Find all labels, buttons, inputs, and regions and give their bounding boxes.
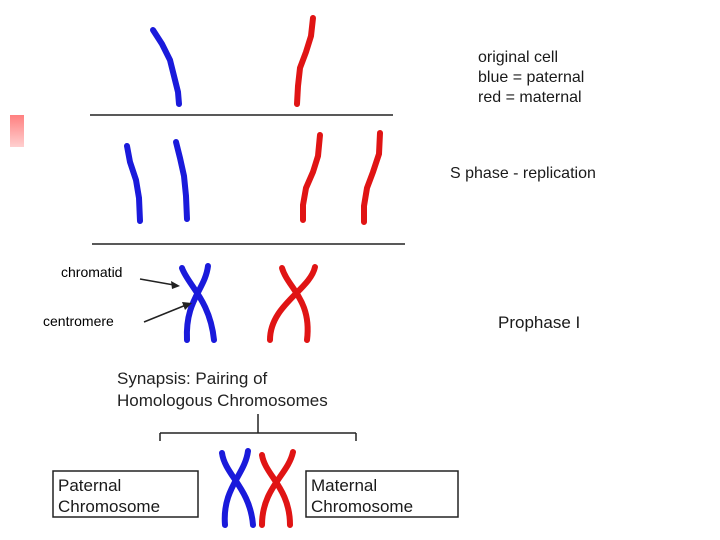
- paternal-chromosome: [150, 27, 182, 107]
- paternal-chromatid: [173, 139, 190, 222]
- maternal-chromatid: [361, 130, 383, 225]
- slide-bullet: [10, 115, 24, 147]
- maternal-chromatid: [279, 265, 311, 343]
- maternal-label-box: [305, 470, 459, 518]
- paternal-label-box: [52, 470, 199, 518]
- maternal-chromosome: [294, 15, 316, 107]
- synapsis-heading-line2: Homologous Chromosomes: [117, 391, 328, 410]
- paternal-chromatid: [183, 263, 211, 343]
- paternal-chromatid: [124, 143, 143, 224]
- prophase-label: Prophase I: [498, 313, 581, 332]
- maternal-box-line2: Chromosome: [311, 497, 414, 516]
- maternal-box-line1: Maternal: [311, 476, 378, 495]
- paternal-legend: blue = paternal: [478, 69, 585, 86]
- chromatid-label: chromatid: [61, 264, 123, 280]
- maternal-chromatid: [300, 132, 323, 223]
- synapsis-heading-line1: Synapsis: Pairing of: [117, 369, 268, 388]
- original-cell-label: original cell: [478, 49, 559, 66]
- paternal-box-line2: Chromosome: [58, 497, 161, 516]
- centromere-arrow: [143, 304, 187, 323]
- arrow-head: [171, 281, 180, 289]
- centromere-label: centromere: [43, 313, 114, 329]
- maternal-legend: red = maternal: [478, 89, 582, 106]
- maternal-chromatid: [267, 264, 318, 343]
- maternal-chromatid: [259, 449, 296, 528]
- paternal-box-line1: Paternal: [58, 476, 122, 495]
- s-phase-label: S phase - replication: [450, 165, 596, 182]
- chromatid-arrow: [139, 278, 175, 286]
- paternal-chromatid: [221, 448, 251, 528]
- arrow-head: [182, 302, 192, 310]
